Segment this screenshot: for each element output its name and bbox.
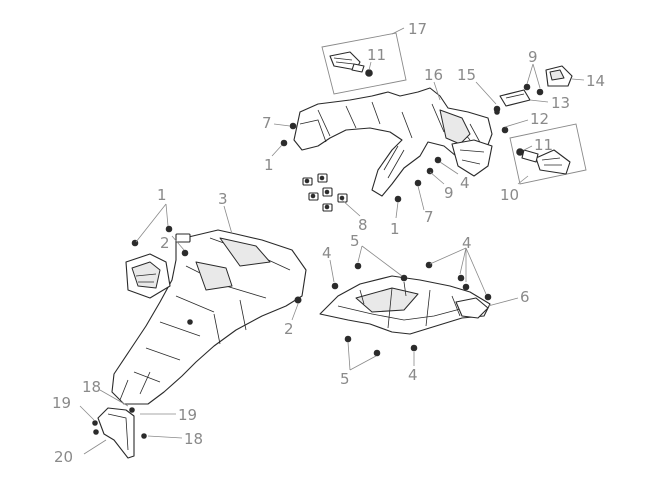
callout-7-left: 7: [262, 114, 272, 132]
callout-4-bottom: 4: [408, 366, 418, 384]
undertray-6: [319, 275, 491, 335]
callout-18-top: 18: [82, 378, 101, 396]
callout-4-left: 4: [322, 244, 332, 262]
callout-18-bottom: 18: [184, 430, 203, 448]
callout-6: 6: [520, 288, 530, 306]
clip-nuts-8: [302, 173, 348, 212]
electrical-module: [125, 253, 171, 299]
callout-3: 3: [218, 190, 228, 208]
callout-10: 10: [500, 186, 519, 204]
callout-2-right: 2: [284, 320, 294, 338]
fender-bolts: [131, 225, 302, 325]
callout-7-subframe: 7: [424, 208, 434, 226]
callout-1-left: 1: [264, 156, 274, 174]
callout-19-right: 19: [178, 406, 197, 424]
rear-fender-3: [111, 229, 307, 405]
callout-14: 14: [586, 72, 605, 90]
callout-5-bottom: 5: [340, 370, 350, 388]
callout-1-fender: 1: [157, 186, 167, 204]
callout-9-mount: 9: [528, 48, 538, 66]
callout-13: 13: [551, 94, 570, 112]
callout-11-footpeg-17: 11: [367, 46, 386, 64]
footpeg-box-10: [509, 123, 587, 185]
callout-4-subframe: 4: [460, 174, 470, 192]
callout-4-right: 4: [462, 234, 472, 252]
callout-19-left: 19: [52, 394, 71, 412]
bracket-13: [494, 89, 531, 115]
mount-14: [523, 65, 573, 96]
footpeg-box-17: [321, 32, 407, 95]
rear-subframe-16: [293, 87, 493, 197]
callout-numbers: 17 11 16 15 9 14 13 12 11 10 7 1 4 9 7 1…: [52, 20, 605, 466]
callout-11-footpeg-10: 11: [534, 136, 553, 154]
callout-15: 15: [457, 66, 476, 84]
leader-lines: [79, 27, 585, 455]
callout-9-subframe: 9: [444, 184, 454, 202]
callout-5-top: 5: [350, 232, 360, 250]
callout-20: 20: [54, 448, 73, 466]
callout-12: 12: [530, 110, 549, 128]
mudflap-20: [92, 407, 147, 459]
callout-2-left: 2: [160, 234, 170, 252]
callout-16: 16: [424, 66, 443, 84]
callout-8: 8: [358, 216, 368, 234]
callout-1-subframe: 1: [390, 220, 400, 238]
callout-17: 17: [408, 20, 427, 38]
